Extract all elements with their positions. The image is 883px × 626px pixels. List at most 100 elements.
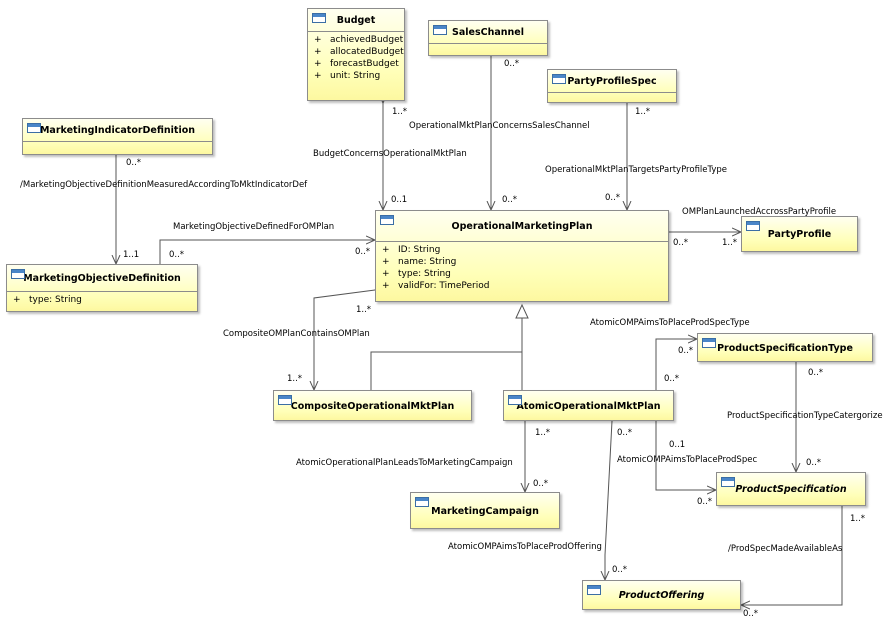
class-icon <box>552 74 566 84</box>
assoc-label: /ProdSpecMadeAvailableAs <box>728 544 843 554</box>
multiplicity: 0..* <box>697 497 713 507</box>
assoc-mod-omp[interactable] <box>160 240 375 264</box>
multiplicity: 1..* <box>392 107 408 117</box>
multiplicity: 0..* <box>678 346 694 356</box>
class-icon <box>278 395 292 405</box>
generalization-triangle <box>515 303 529 319</box>
visibility: + <box>314 59 322 69</box>
assoc-aomp-ps[interactable] <box>656 421 716 490</box>
attribute: unit: String <box>330 71 381 81</box>
multiplicity: 1..* <box>722 238 738 248</box>
generalization-composite[interactable] <box>370 351 522 390</box>
assoc-aomp-offering[interactable] <box>605 421 612 580</box>
multiplicity: 0..* <box>806 458 822 468</box>
multiplicity: 1..* <box>287 374 303 384</box>
assoc-label: CompositeOMPlanContainsOMPlan <box>223 329 370 339</box>
assoc-ps-offering[interactable] <box>741 506 842 605</box>
visibility: + <box>314 47 322 57</box>
class-icon <box>702 338 716 348</box>
assoc-label: ProductSpecificationTypeCatergorizes <box>727 411 883 421</box>
visibility: + <box>382 245 390 255</box>
multiplicity: 0..* <box>612 565 628 575</box>
assoc-label: OperationalMktPlanConcernsSalesChannel <box>409 121 590 131</box>
visibility: + <box>314 71 322 81</box>
multiplicity: 0..* <box>673 238 689 248</box>
class-icon <box>433 25 447 35</box>
assoc-label: AtomicOperationalPlanLeadsToMarketingCam… <box>296 458 513 468</box>
class-icon <box>415 497 429 507</box>
multiplicity: 0..1 <box>669 440 686 450</box>
multiplicity: 0..* <box>664 374 680 384</box>
multiplicity: 0..1 <box>391 195 408 205</box>
class-icon <box>380 215 394 225</box>
class-icon <box>508 395 522 405</box>
class-operational-marketing-plan[interactable]: OperationalMarketingPlan + ID: String + na… <box>375 210 669 302</box>
attribute: achievedBudget <box>330 35 404 45</box>
multiplicity: 1..* <box>356 305 372 315</box>
visibility: + <box>382 281 390 291</box>
attribute: allocatedBudget <box>330 47 404 57</box>
class-name: OperationalMarketingPlan <box>451 220 593 232</box>
class-party-profile[interactable]: PartyProfile <box>741 216 858 252</box>
class-marketing-objective-definition[interactable]: MarketingObjectiveDefinition +type: Stri… <box>6 264 198 312</box>
multiplicity: 1..* <box>535 428 551 438</box>
class-party-profile-spec[interactable]: PartyProfileSpec <box>547 69 677 103</box>
attribute-row: + allocatedBudget <box>314 46 404 58</box>
multiplicity: 0..* <box>504 59 520 69</box>
class-name: SalesChannel <box>452 26 524 38</box>
visibility: + <box>314 35 322 45</box>
assoc-label: AtomicOMPAimsToPlaceProdSpecType <box>590 318 750 328</box>
visibility: + <box>382 269 390 279</box>
multiplicity: 1..1 <box>123 250 140 260</box>
class-marketing-indicator-definition[interactable]: MarketingIndicatorDefinition <box>22 118 213 155</box>
visibility: + <box>382 257 390 267</box>
multiplicity: 0..* <box>169 250 185 260</box>
assoc-composite-omp[interactable] <box>314 290 375 390</box>
visibility: + <box>13 295 21 305</box>
class-budget[interactable]: Budget +achievedBudget +allocatedBudget … <box>307 8 405 101</box>
class-name: PartyProfileSpec <box>567 75 657 87</box>
attribute-row: + type: String <box>382 268 668 280</box>
class-composite-operational-mkt-plan[interactable]: CompositeOperationalMktPlan <box>273 390 472 421</box>
attribute-row: + achievedBudget <box>314 34 404 46</box>
class-icon <box>312 13 326 23</box>
multiplicity: 0..* <box>355 247 371 257</box>
assoc-label: OMPlanLaunchedAccrossPartyProfile <box>682 207 837 217</box>
class-icon <box>27 123 41 133</box>
class-atomic-operational-mkt-plan[interactable]: AtomicOperationalMktPlan <box>503 390 674 421</box>
assoc-label: AtomicOMPAimsToPlaceProdOffering <box>448 542 602 552</box>
class-icon <box>11 269 25 279</box>
attribute-row: + ID: String <box>382 244 668 256</box>
attribute: type: String <box>398 269 451 279</box>
assoc-aomp-pst[interactable] <box>656 339 697 390</box>
assoc-label: BudgetConcernsOperationalMktPlan <box>313 149 467 159</box>
assoc-label: /MarketingObjectiveDefinitionMeasuredAcc… <box>20 180 308 190</box>
class-name: ProductOffering <box>618 590 705 601</box>
multiplicity: 0..* <box>126 158 142 168</box>
multiplicity: 1..* <box>850 514 866 524</box>
attribute-row: +forecastBudget <box>314 58 404 70</box>
class-product-specification[interactable]: ProductSpecification <box>716 472 866 506</box>
class-name: ProductSpecification <box>735 484 847 495</box>
class-sales-channel[interactable]: SalesChannel <box>428 20 548 56</box>
attribute-row: + name: String <box>382 256 668 268</box>
attribute-row: + validFor: TimePeriod <box>382 280 668 292</box>
class-name: MarketingCampaign <box>431 505 539 517</box>
multiplicity: 0..* <box>808 368 824 378</box>
class-product-specification-type[interactable]: ProductSpecificationType <box>697 333 873 362</box>
assoc-label: OperationalMktPlanTargetsPartyProfileTyp… <box>545 165 728 175</box>
class-marketing-campaign[interactable]: MarketingCampaign <box>410 492 560 529</box>
class-icon <box>721 477 735 487</box>
attribute: name: String <box>398 257 457 267</box>
assoc-label: AtomicOMPAimsToPlaceProdSpec <box>617 455 758 465</box>
multiplicity: 1..* <box>635 107 651 117</box>
multiplicity: 0..* <box>605 193 621 203</box>
assoc-label: MarketingObjectiveDefinedForOMPlan <box>173 222 335 232</box>
attribute-row: + unit: String <box>314 70 404 82</box>
class-name: CompositeOperationalMktPlan <box>290 400 455 412</box>
attribute: ID: String <box>398 245 441 255</box>
multiplicity: 0..* <box>533 479 549 489</box>
class-product-offering[interactable]: ProductOffering <box>582 580 741 610</box>
attribute: validFor: TimePeriod <box>398 281 490 291</box>
